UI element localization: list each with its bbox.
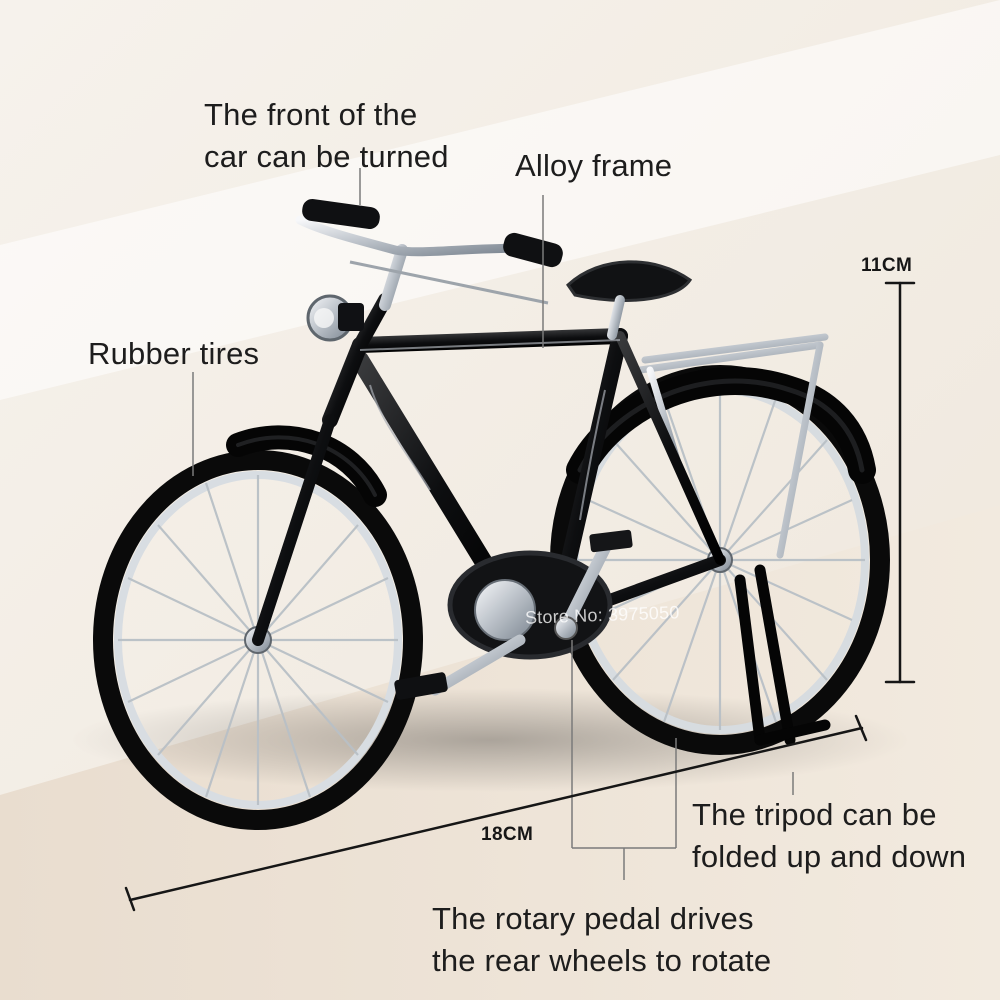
dimension-lines [124,281,916,912]
callout-tripod: The tripod can be folded up and down [692,797,967,874]
length-dimension-label: 18CM [481,824,534,845]
callout-rotary-pedal: The rotary pedal drives the rear wheels … [432,901,772,978]
callout-front-steering: The front of the car can be turned [204,97,449,174]
bicycle-seat [566,260,693,340]
diagonal-band [0,0,1000,400]
callout-alloy-frame: Alloy frame [515,148,673,183]
height-dimension-label: 11CM [861,255,913,276]
callout-rubber-tires: Rubber tires [88,336,260,371]
kickstand [734,564,831,746]
front-wheel [93,450,423,830]
pedal-assembly [394,529,633,700]
callout-lines [192,168,794,880]
handlebar [295,198,563,342]
